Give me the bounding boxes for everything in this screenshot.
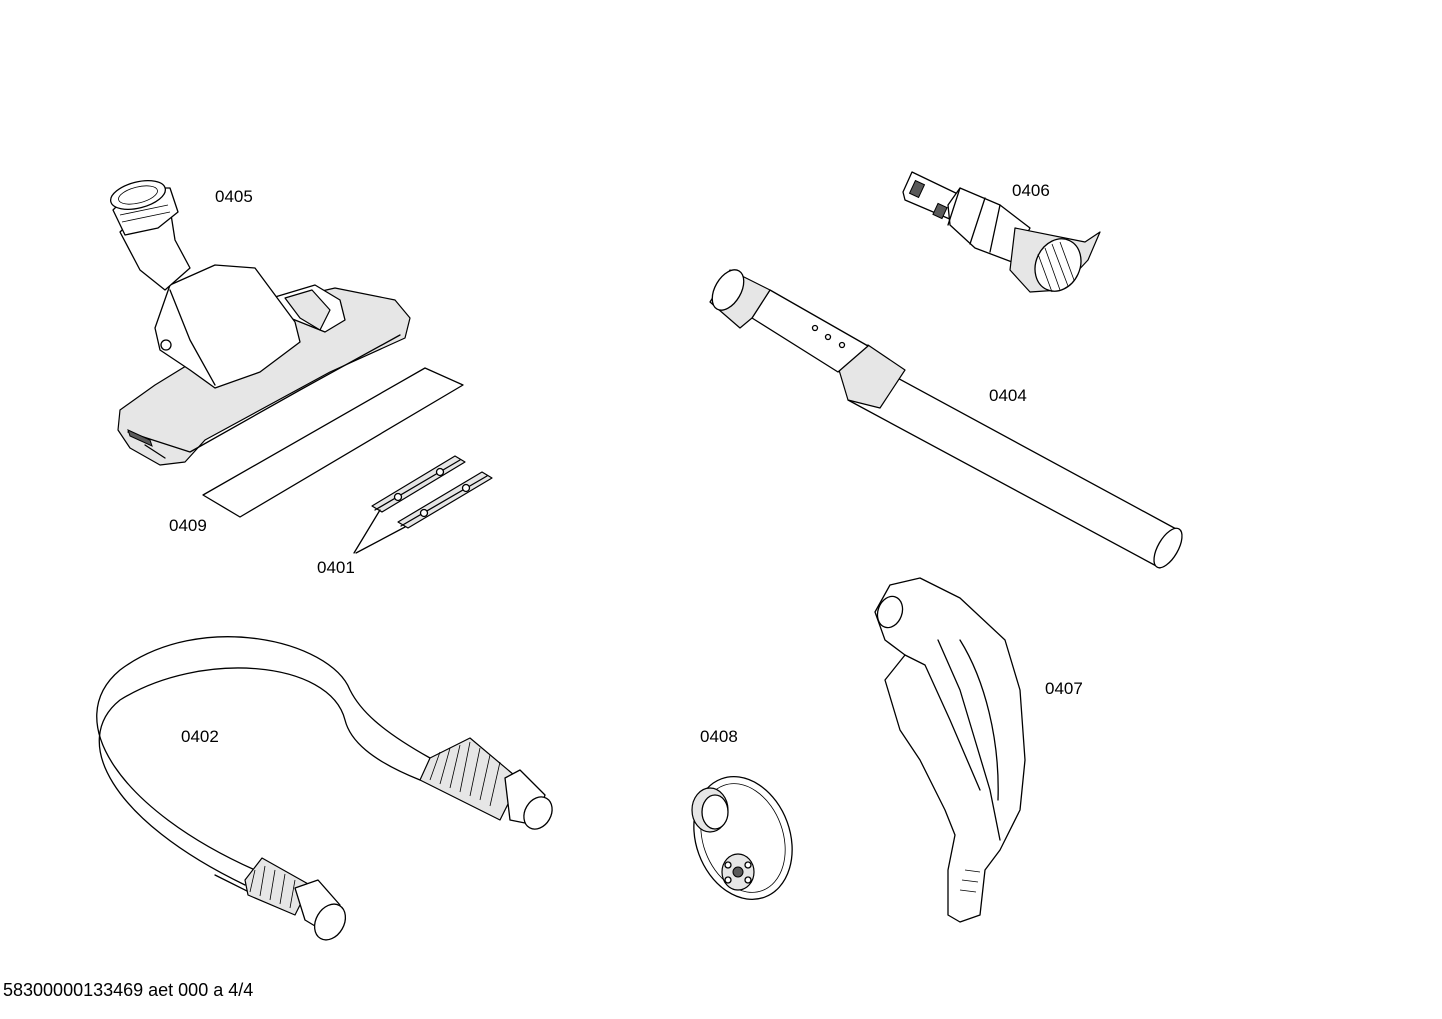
telescopic-tube-drawing: [709, 269, 1183, 569]
crevice-tool-drawing: [902, 171, 1101, 293]
handle-drawing: [874, 577, 1026, 923]
part-label-0405: 0405: [215, 187, 253, 206]
strip-drawing: [202, 367, 464, 518]
floor-nozzle-drawing: [110, 180, 411, 466]
document-footer-id: 58300000133469 aet 000 a 4/4: [3, 980, 254, 1000]
adapter-drawing: [691, 776, 793, 900]
part-label-0402: 0402: [181, 727, 219, 746]
part-label-0409: 0409: [169, 516, 207, 535]
clips-drawing: [353, 455, 493, 554]
part-label-0404: 0404: [989, 386, 1027, 405]
part-label-0407: 0407: [1045, 679, 1083, 698]
part-label-0406: 0406: [1012, 181, 1050, 200]
suction-hose-drawing: [96, 636, 553, 941]
part-label-0408: 0408: [700, 727, 738, 746]
part-label-0401: 0401: [317, 558, 355, 577]
